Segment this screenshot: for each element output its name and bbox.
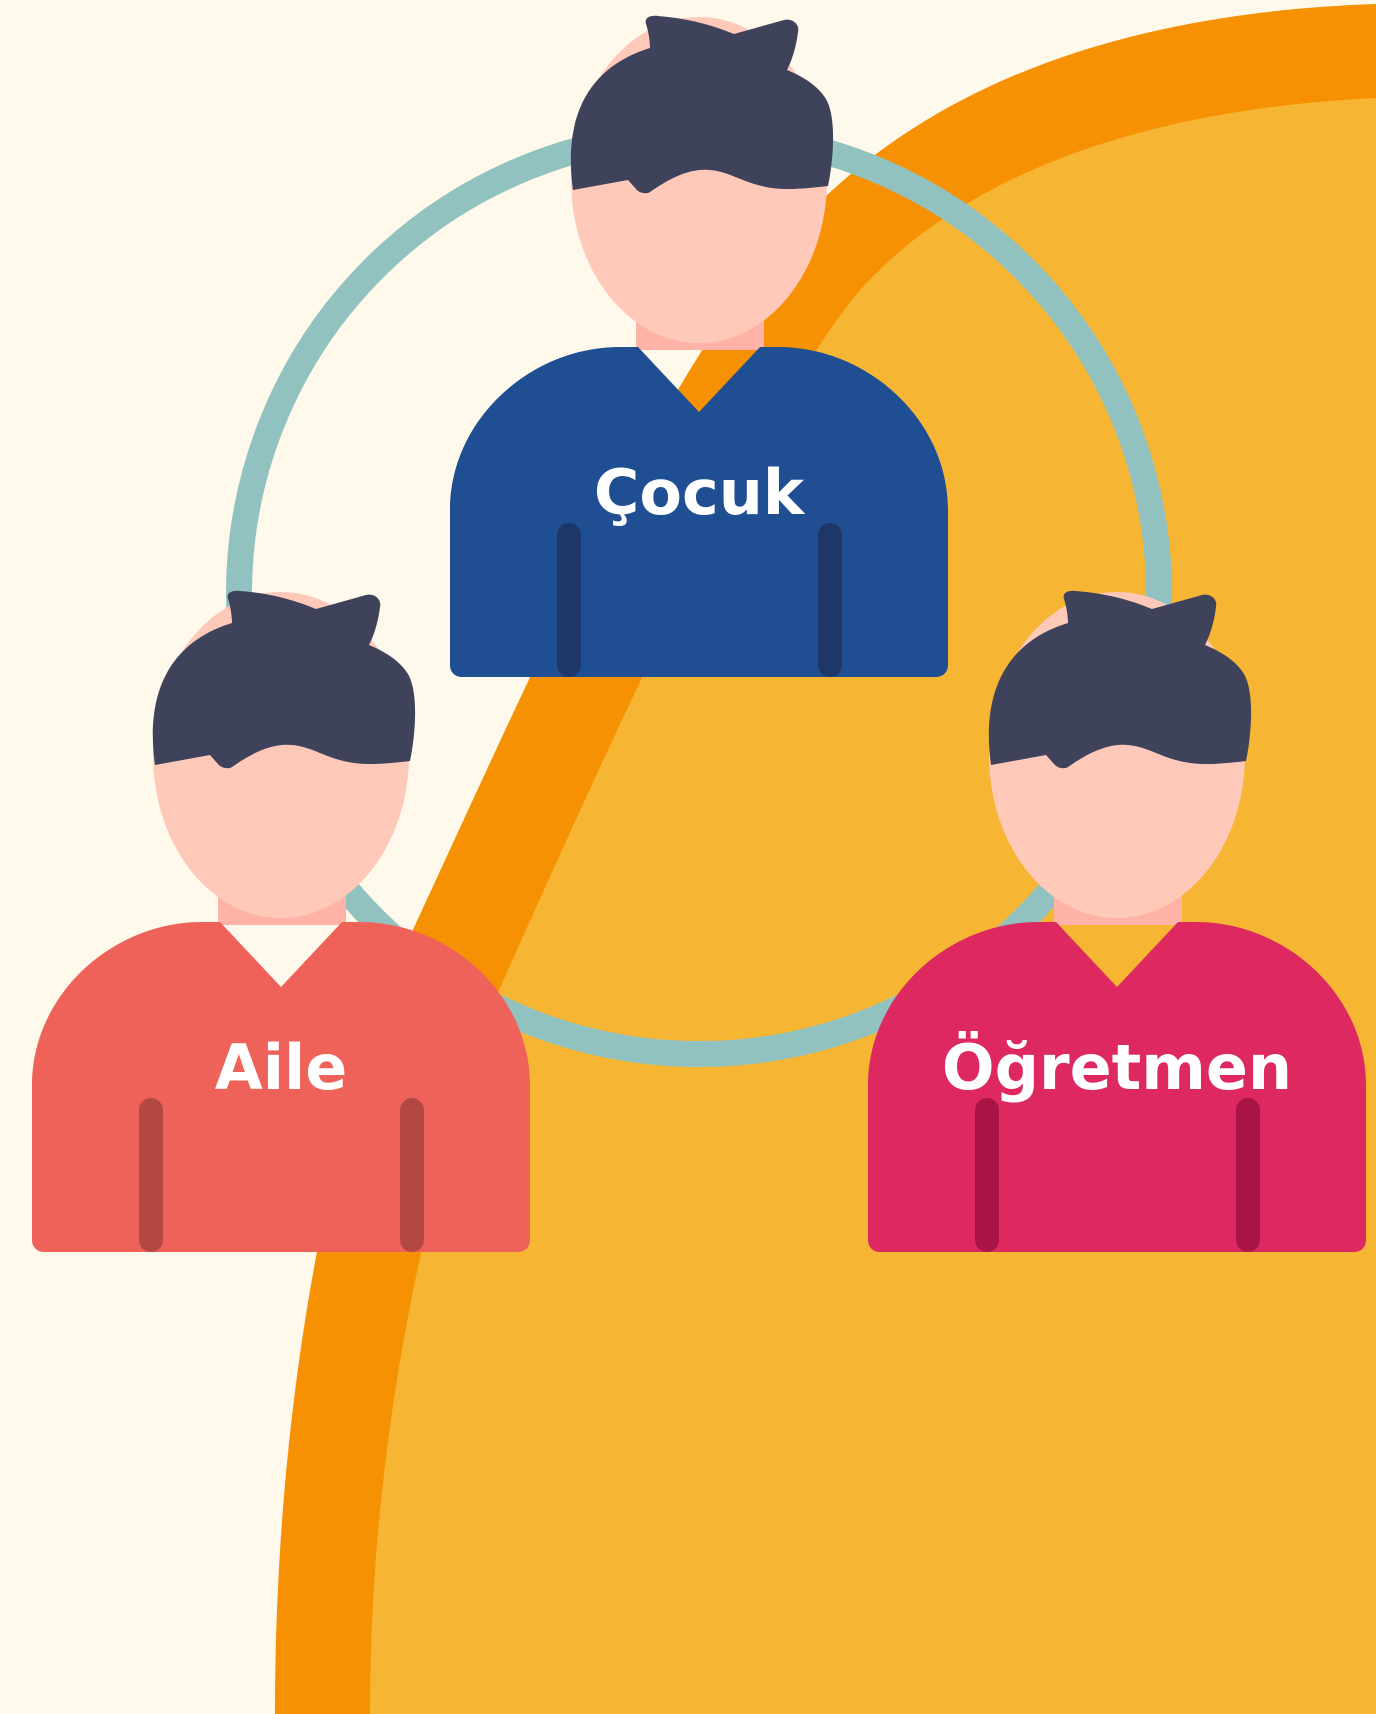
shirt-stripe-right bbox=[400, 1098, 424, 1252]
person-cocuk: Çocuk bbox=[450, 15, 948, 677]
shirt-stripe-right bbox=[1236, 1098, 1260, 1252]
person-label: Çocuk bbox=[594, 456, 806, 529]
hair bbox=[152, 590, 416, 769]
person-label: Öğretmen bbox=[942, 1031, 1292, 1104]
shirt-stripe-right bbox=[818, 523, 842, 677]
person-aile: Aile bbox=[32, 590, 530, 1252]
background-arc-fill bbox=[370, 98, 1376, 1714]
person-label: Aile bbox=[215, 1031, 348, 1104]
shirt-stripe-left bbox=[557, 523, 581, 677]
hair bbox=[988, 590, 1252, 769]
shirt-stripe-left bbox=[139, 1098, 163, 1252]
shirt-stripe-left bbox=[975, 1098, 999, 1252]
hair bbox=[570, 15, 834, 194]
person-ogretmen: Öğretmen bbox=[868, 590, 1366, 1252]
